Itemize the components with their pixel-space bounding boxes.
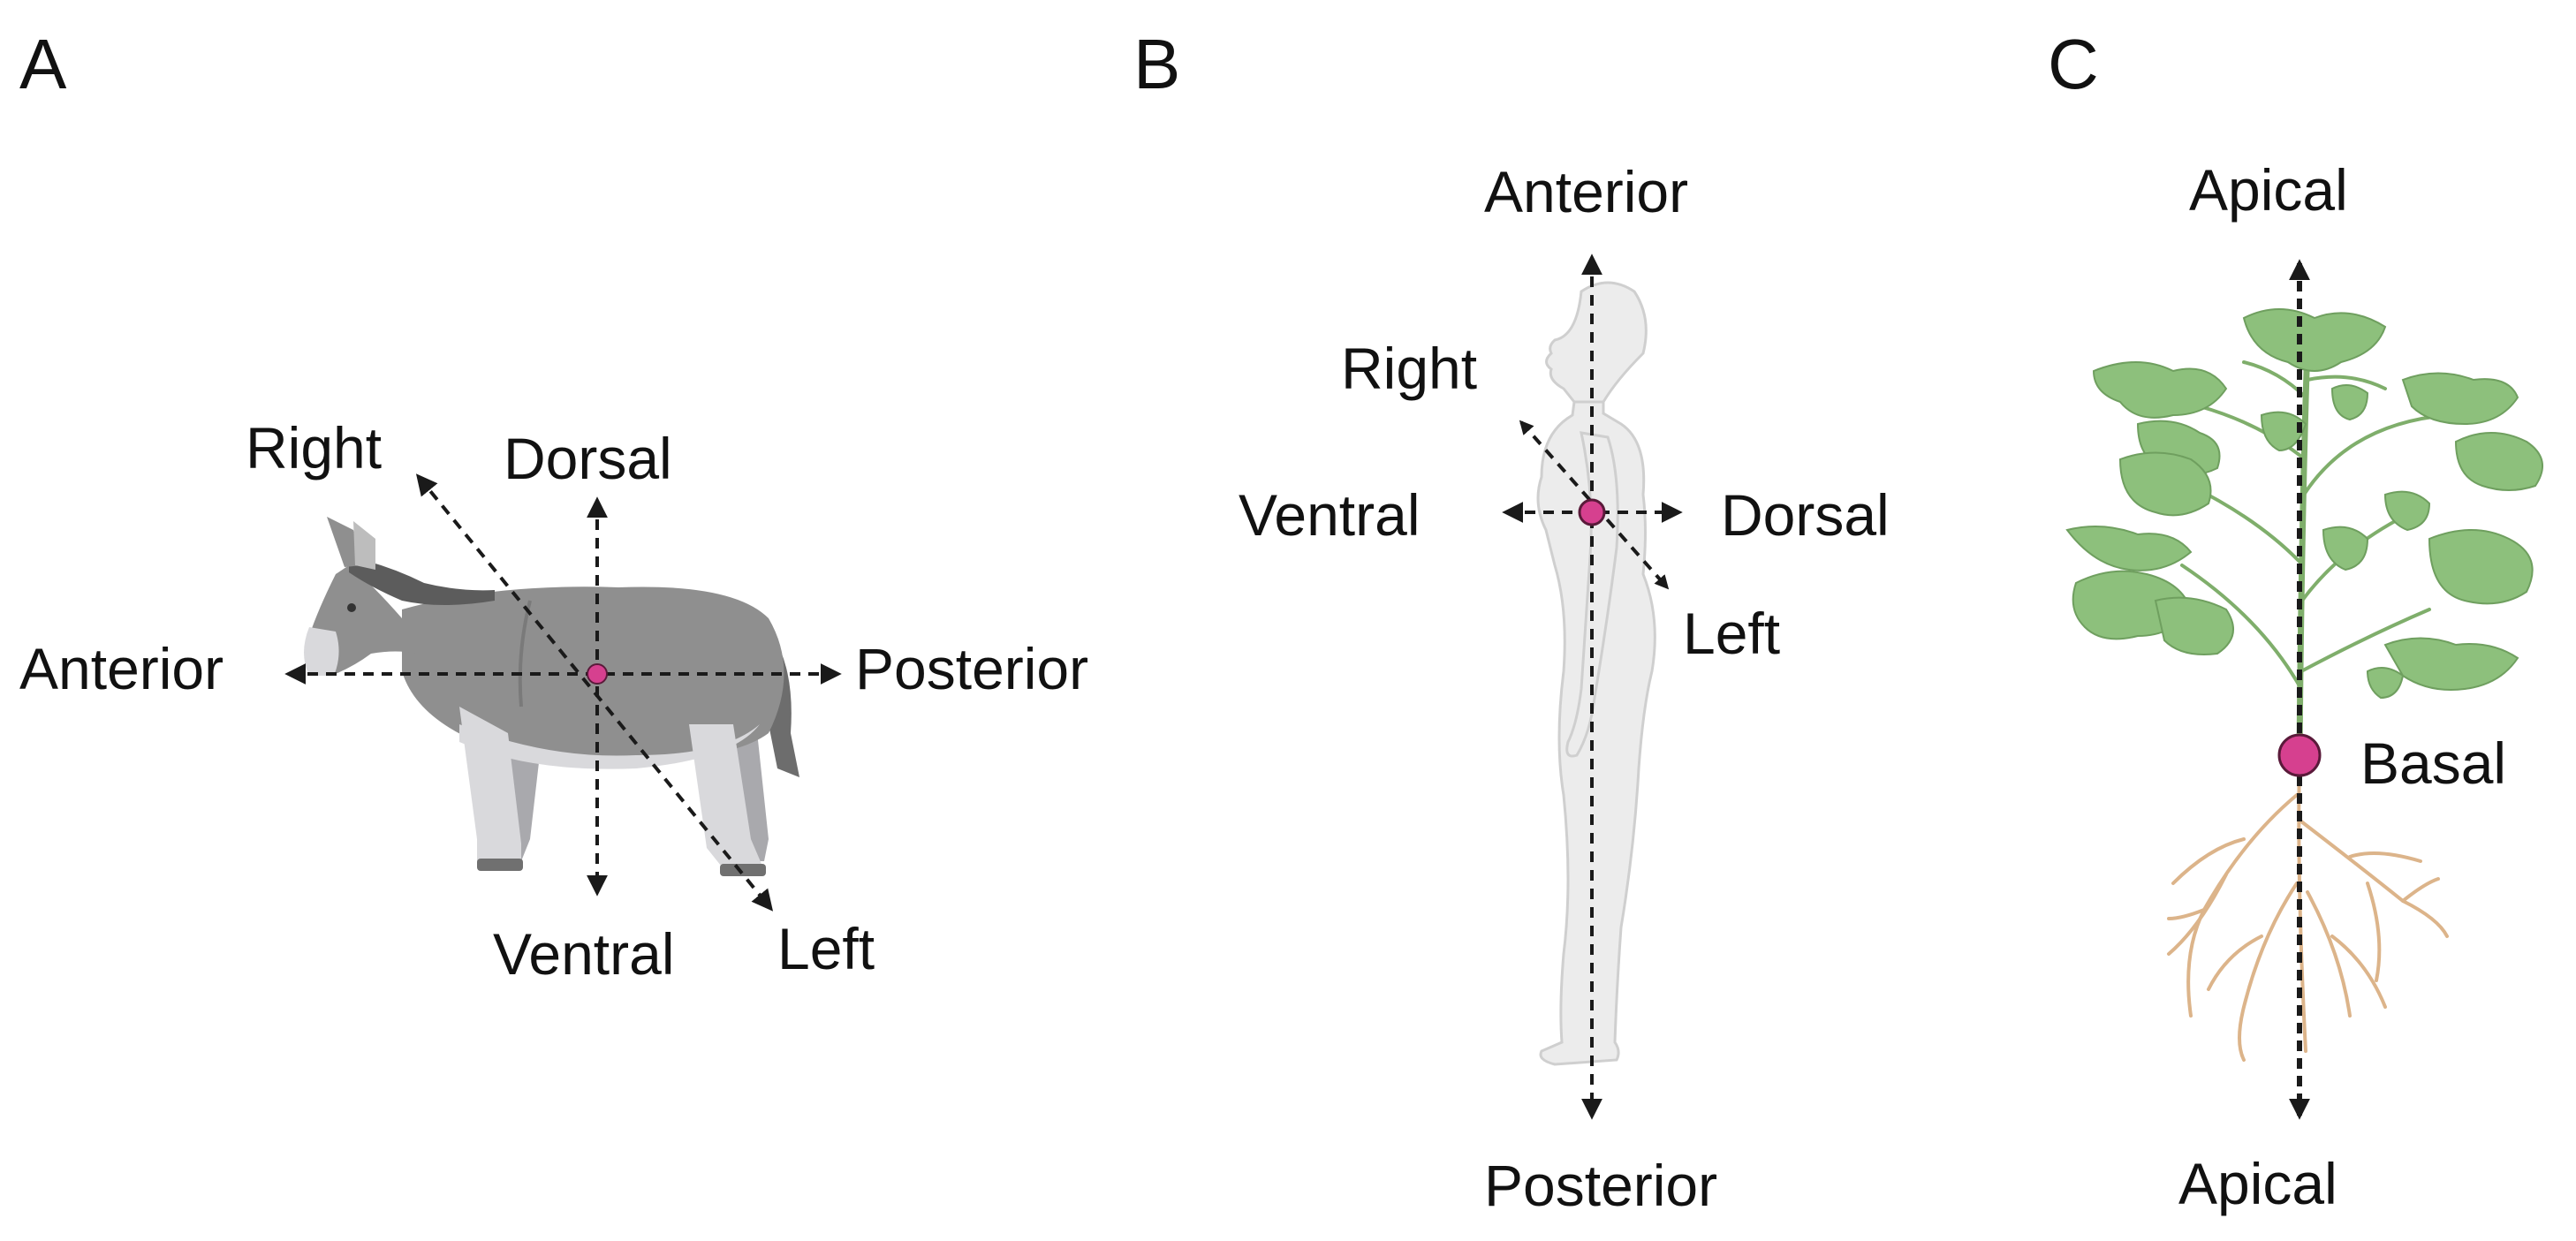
plant-leaves [2065,308,2543,700]
label-ventral: Ventral [1239,482,1420,548]
panel-c-letter: C [2048,25,2099,103]
label-dorsal: Dorsal [504,426,672,491]
label-apical-bottom: Apical [2178,1151,2337,1216]
label-dorsal: Dorsal [1721,482,1890,548]
plant-stem [2180,341,2449,763]
label-apical-top: Apical [2189,157,2348,223]
label-right: Right [246,415,382,481]
panel-c: C [2048,25,2543,1216]
panel-b-letter: B [1133,25,1180,103]
donkey-illustration [304,517,799,876]
label-left: Left [777,916,875,981]
label-posterior: Posterior [855,636,1088,701]
label-posterior: Posterior [1484,1153,1717,1218]
panel-b: B Anterior Right Ventral Dorsal Left Pos… [1133,25,1890,1218]
origin-point [587,663,608,685]
label-left: Left [1683,601,1780,666]
label-anterior: Anterior [19,636,224,701]
origin-point [1578,498,1606,526]
label-basal: Basal [2360,730,2506,796]
label-ventral: Ventral [493,921,674,987]
panel-a-letter: A [19,25,67,103]
label-right: Right [1341,336,1477,401]
human-illustration [1536,281,1656,1066]
plant-roots [2167,758,2449,1062]
basal-point [2277,733,2322,777]
panel-a: A [19,25,1088,987]
label-anterior: Anterior [1484,159,1688,224]
